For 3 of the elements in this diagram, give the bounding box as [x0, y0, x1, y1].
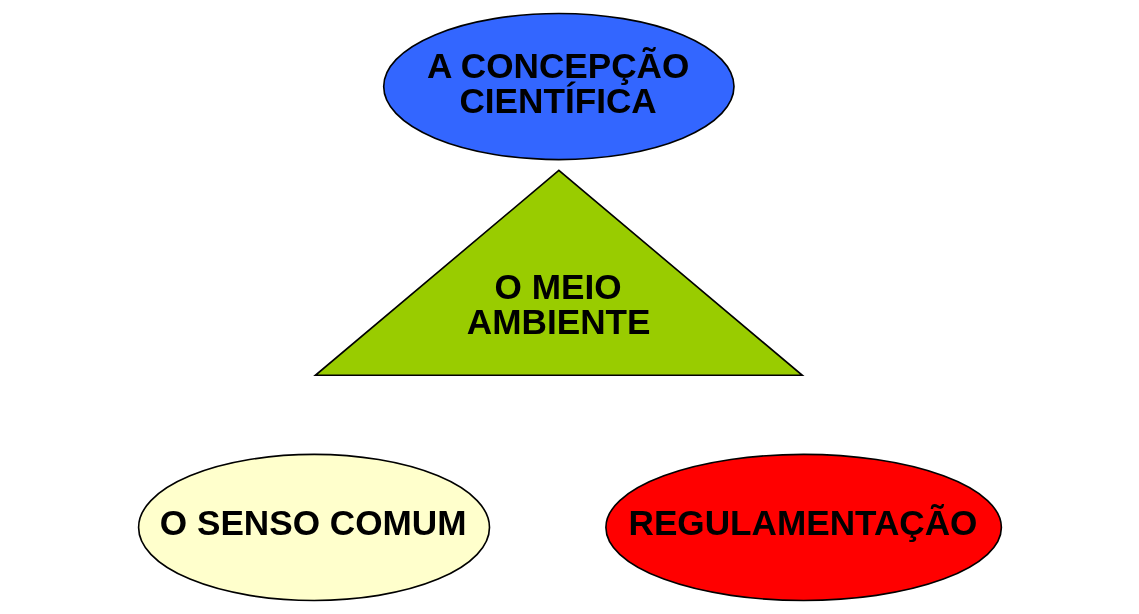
node-ellipse: O SENSO COMUM	[137, 453, 490, 602]
node-ellipse: A CONCEPÇÃO CIENTÍFICA	[382, 12, 735, 161]
node-ellipse: REGULAMENTAÇÃO	[604, 453, 1002, 602]
